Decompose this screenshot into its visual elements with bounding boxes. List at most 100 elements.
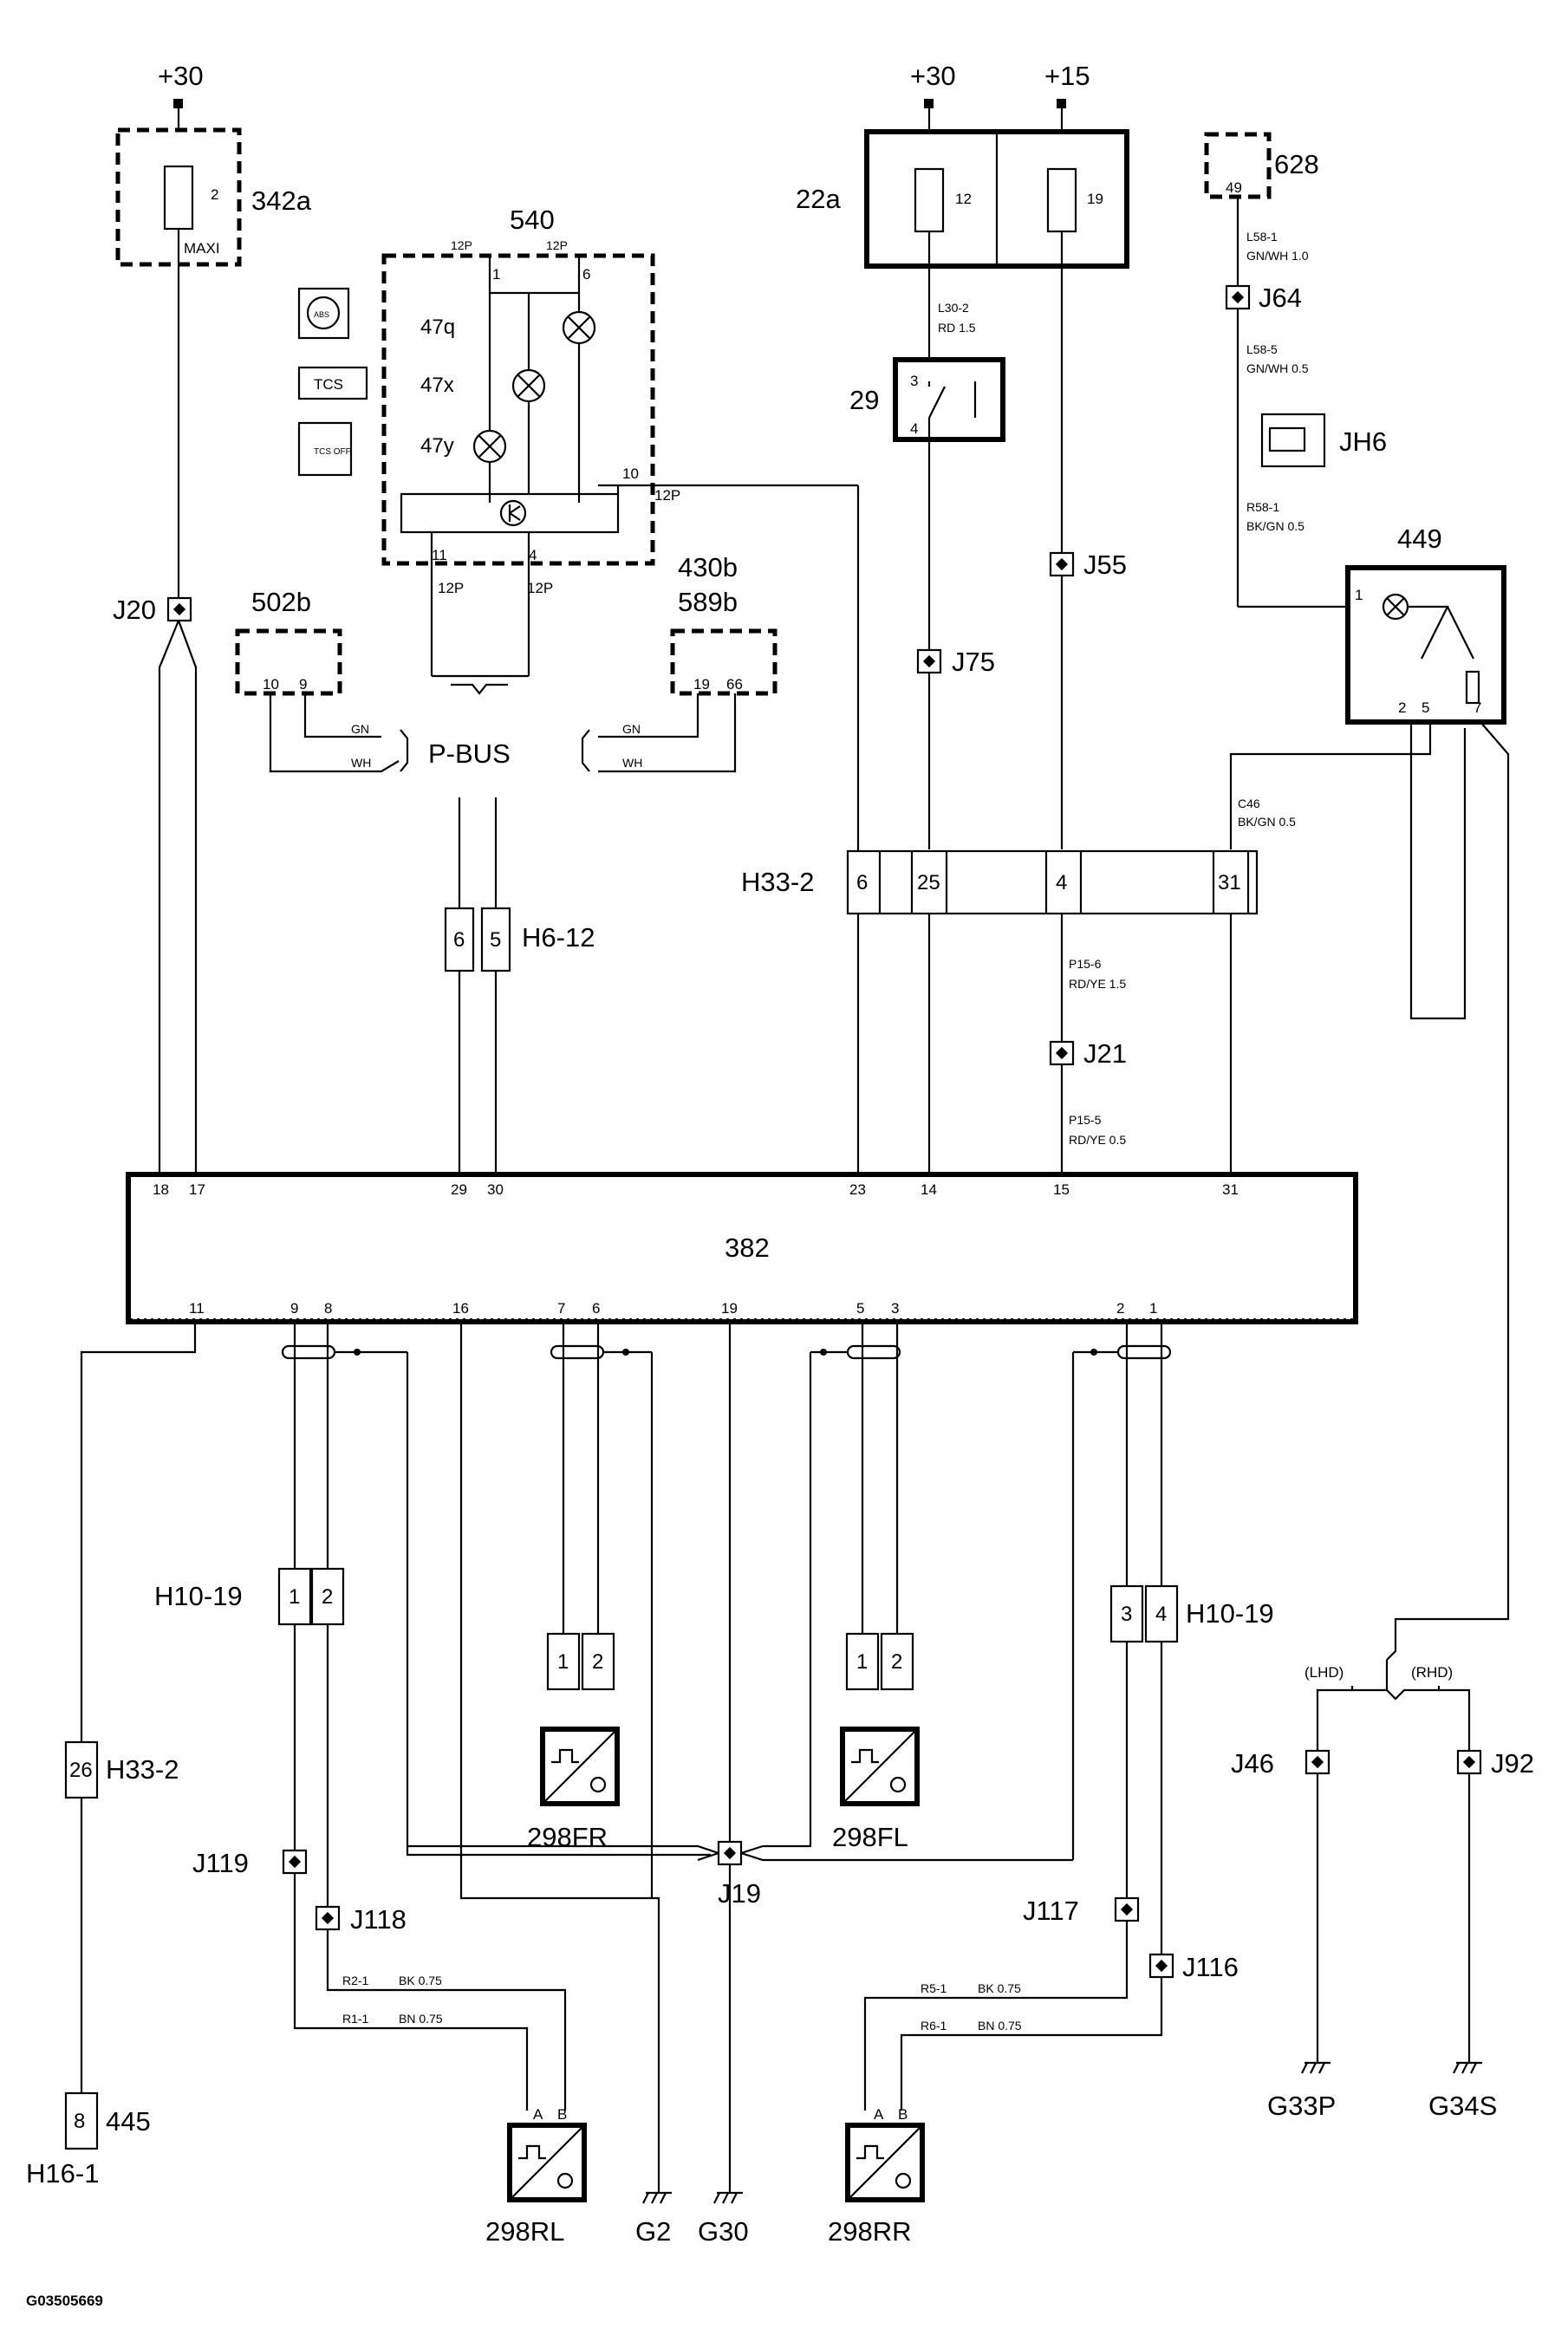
wire-spec: GN/WH 1.0 (1246, 249, 1309, 263)
relay-label: JH6 (1339, 426, 1387, 457)
splice-label: J64 (1259, 283, 1302, 313)
fuse-box-label: 342a (251, 185, 312, 216)
pin-label: 8 (324, 1300, 332, 1317)
pin-label: 1 (289, 1585, 300, 1609)
pin-label: 23 (849, 1181, 866, 1198)
pin-label: 8 (74, 2110, 85, 2133)
connector-h10-19-right: 3 4 H10-19 (1109, 1584, 1274, 1643)
icon-text: ABS (314, 310, 329, 319)
pin-label: 49 (1226, 179, 1242, 196)
pin-label: 3 (891, 1300, 899, 1317)
splice-label: J75 (952, 647, 995, 677)
pin-label: 1 (1149, 1300, 1157, 1317)
sensor-298fr: 298FR (527, 1727, 620, 1852)
wire-color: WH (622, 756, 642, 770)
pin-label: 7 (1474, 699, 1481, 716)
connector-445: 8 445 H16-1 (26, 2091, 151, 2189)
splice-label: J117 (1023, 1896, 1079, 1926)
supply-label-plus30-left: +30 (158, 61, 204, 91)
pin-label: 1 (1355, 587, 1363, 603)
wire-spec: RD/YE 1.5 (1069, 977, 1126, 991)
pin-label: 2 (891, 1650, 902, 1674)
pin-label: 10 (622, 465, 639, 482)
ground-label: G30 (698, 2216, 749, 2247)
wire-spec: BN 0.75 (399, 2012, 443, 2026)
connector-fr: 1 2 (546, 1632, 615, 1691)
wire-label: R1-1 (342, 2012, 369, 2026)
wire-label: R2-1 (342, 1974, 369, 1987)
tcs-off-icon: TCS OFF (297, 421, 353, 477)
pin-label: 9 (290, 1300, 298, 1317)
splice-label: J20 (113, 595, 156, 625)
pin-label: 7 (557, 1300, 565, 1317)
pin-label: 4 (529, 547, 537, 563)
pin-label: 6 (582, 266, 590, 283)
conn-label: 12P (546, 238, 568, 252)
sensor-label: 298RR (828, 2216, 912, 2247)
lamp-47x: 47x (420, 368, 546, 403)
wire-color: GN (351, 722, 369, 736)
tcs-icon: TCS (297, 366, 368, 400)
module-label-430b: 430b (678, 552, 738, 582)
wire-spec: BK/GN 0.5 (1246, 519, 1304, 533)
pin-label: 15 (1053, 1181, 1070, 1198)
pin-label: 25 (917, 871, 940, 894)
connector-label: H33-2 (741, 867, 814, 897)
connector-h33-2-top: 6 25 4 31 H33-2 (741, 849, 1259, 915)
wire-color: WH (351, 756, 371, 770)
pin-label: 19 (693, 676, 710, 693)
wire-label: L58-5 (1246, 342, 1278, 356)
switch-label: 29 (849, 385, 879, 415)
icon-text: TCS OFF (314, 447, 351, 457)
pin-label: 1 (557, 1650, 569, 1674)
splice-j55: J55 (1049, 550, 1127, 580)
figure-id: G03505669 (26, 2293, 103, 2309)
pin-label: 11 (189, 1300, 205, 1317)
pin-label: 3 (910, 373, 918, 389)
instrument-cluster-540: 540 12P 12P 1 6 47q 47x 47y 1 (381, 205, 858, 596)
pin-label: 29 (451, 1181, 467, 1198)
icon-text: TCS (314, 376, 343, 393)
splice-j119: J119 (192, 1848, 308, 1878)
wire-label: P15-6 (1069, 957, 1102, 971)
fuse-type: MAXI (184, 240, 220, 257)
wire-color: GN (622, 722, 641, 736)
pin-label: 5 (490, 928, 501, 952)
pin-label: 6 (592, 1300, 600, 1317)
pin-label: 1 (492, 266, 500, 283)
pin-label: 5 (1422, 699, 1429, 716)
pin-label: B (898, 2106, 908, 2123)
pin-label: A (533, 2106, 543, 2123)
ground-g2: G2 (635, 2191, 672, 2247)
pin-label: 4 (910, 420, 918, 437)
lamp-label: 47x (420, 374, 454, 397)
rhd-label: (RHD) (1411, 1664, 1453, 1681)
module-label: 502b (251, 587, 311, 617)
pin-label: 10 (263, 676, 279, 693)
ground-g30: G30 (698, 2191, 749, 2247)
connector-label: 445 (106, 2106, 151, 2137)
switch-29: 29 3 4 (849, 357, 1005, 442)
splice-label: J119 (192, 1848, 249, 1878)
module-502b: 502b 10 9 (235, 587, 342, 696)
wire-label: L58-1 (1246, 230, 1278, 244)
pin-label: 11 (432, 547, 447, 563)
supply-plus30-left: +30 (158, 61, 204, 130)
abs-icon: ABS (297, 287, 350, 340)
component-label: 628 (1274, 149, 1319, 179)
cluster-label: 540 (510, 205, 555, 235)
pin-label: 6 (453, 928, 465, 952)
splice-j92: J92 (1456, 1748, 1534, 1779)
switch-label: 449 (1397, 524, 1442, 554)
pin-label: A (874, 2106, 884, 2123)
wire-label: R5-1 (921, 1981, 947, 1995)
ground-label: G34S (1428, 2091, 1497, 2121)
connector-fl: 1 2 (845, 1632, 914, 1691)
pin-label: 18 (153, 1181, 169, 1198)
splice-j19: J19 (717, 1840, 761, 1909)
module-label-589b: 589b (678, 587, 738, 617)
connector-label: H10-19 (154, 1581, 243, 1611)
fuse-box-342a: 2 MAXI 342a (115, 127, 312, 267)
fuse-number: 12 (955, 191, 972, 207)
